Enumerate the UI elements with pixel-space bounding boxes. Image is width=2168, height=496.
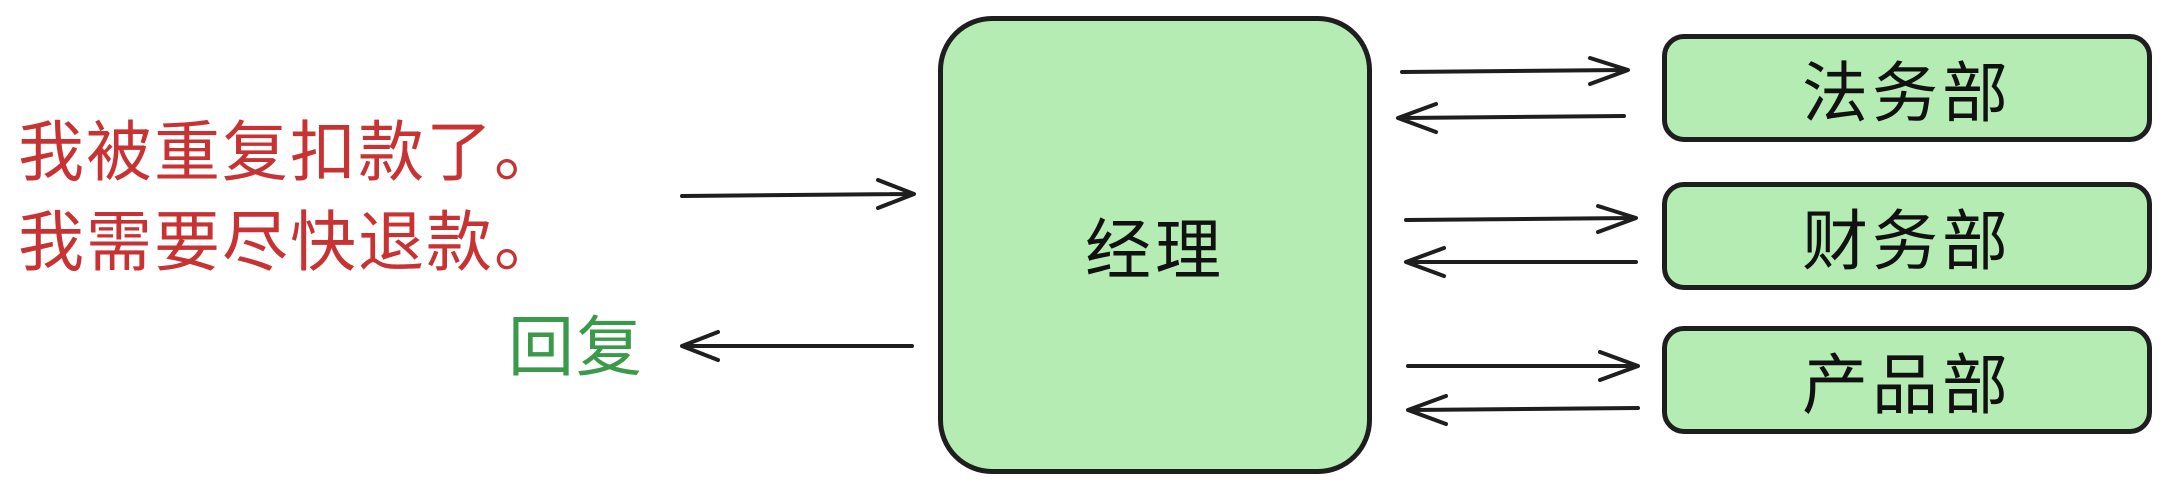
arrow-finance-to-manager	[1404, 246, 1638, 278]
arrow-request-to-manager	[680, 178, 916, 210]
arrow-manager-to-finance	[1404, 204, 1638, 234]
manager-box: 经理	[938, 16, 1372, 474]
request-line-2: 我需要尽快退款。	[18, 204, 562, 281]
arrow-legal-to-manager	[1396, 102, 1626, 134]
dept-label-product: 产品部	[1802, 347, 2012, 424]
arrow-manager-to-legal	[1400, 56, 1630, 86]
manager-label: 经理	[1085, 212, 1225, 289]
dept-box-product: 产品部	[1662, 326, 2152, 434]
customer-request: 我被重复扣款了。 我需要尽快退款。	[18, 108, 658, 288]
arrow-manager-to-product	[1406, 350, 1640, 382]
request-line-1: 我被重复扣款了。	[18, 114, 562, 191]
dept-box-finance: 财务部	[1662, 182, 2152, 290]
reply-label: 回复	[508, 309, 644, 386]
arrow-product-to-manager	[1406, 394, 1640, 426]
arrow-manager-to-reply	[680, 330, 914, 362]
dept-box-legal: 法务部	[1662, 34, 2152, 142]
dept-label-finance: 财务部	[1802, 203, 2012, 280]
dept-label-legal: 法务部	[1802, 55, 2012, 132]
